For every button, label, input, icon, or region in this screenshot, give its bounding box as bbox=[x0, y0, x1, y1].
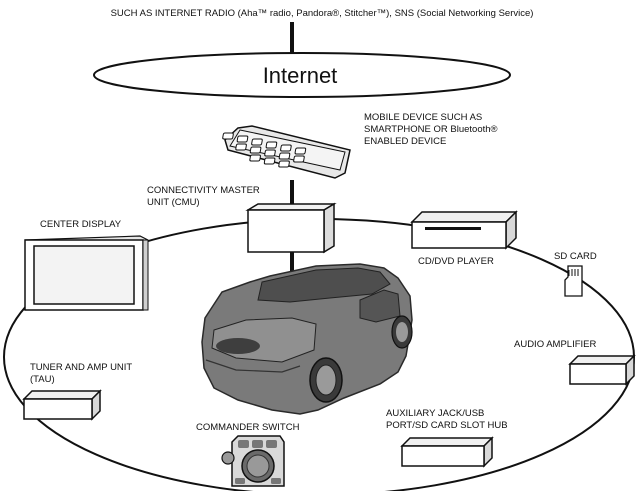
audio-amplifier-box bbox=[568, 354, 636, 386]
commander-switch-label: COMMANDER SWITCH bbox=[196, 422, 300, 433]
tuner-label-1: TUNER AND AMP UNIT bbox=[30, 362, 132, 373]
aux-label-2: PORT/SD CARD SLOT HUB bbox=[386, 420, 508, 431]
tuner-amp-unit-box bbox=[22, 389, 102, 421]
mobile-phone-icon bbox=[222, 125, 351, 179]
sd-card-icon bbox=[564, 265, 583, 297]
sd-card-label: SD CARD bbox=[554, 251, 597, 262]
internet-label: Internet bbox=[263, 63, 338, 88]
audio-amplifier-label: AUDIO AMPLIFIER bbox=[514, 339, 596, 350]
commander-knob-icon bbox=[221, 435, 285, 487]
mobile-device-label-1: MOBILE DEVICE SUCH AS bbox=[364, 112, 482, 123]
car-icon bbox=[201, 263, 413, 415]
center-display-label: CENTER DISPLAY bbox=[40, 219, 122, 230]
display-icon bbox=[24, 235, 149, 311]
tuner-label-2: (TAU) bbox=[30, 374, 55, 385]
aux-hub-box bbox=[400, 436, 494, 468]
header-text: SUCH AS INTERNET RADIO (Aha™ radio, Pand… bbox=[111, 8, 534, 19]
cmu-label-2: UNIT (CMU) bbox=[147, 197, 200, 208]
aux-label-1: AUXILIARY JACK/USB bbox=[386, 408, 484, 419]
mobile-device-label-2: SMARTPHONE OR Bluetooth® bbox=[364, 124, 498, 135]
cmu-box bbox=[245, 202, 337, 254]
mobile-device-label-3: ENABLED DEVICE bbox=[364, 136, 446, 147]
cd-dvd-player-label: CD/DVD PLAYER bbox=[418, 256, 494, 267]
internet-cloud: Internet bbox=[93, 52, 511, 98]
cd-dvd-player-box bbox=[410, 210, 518, 250]
cmu-label-1: CONNECTIVITY MASTER bbox=[147, 185, 260, 196]
